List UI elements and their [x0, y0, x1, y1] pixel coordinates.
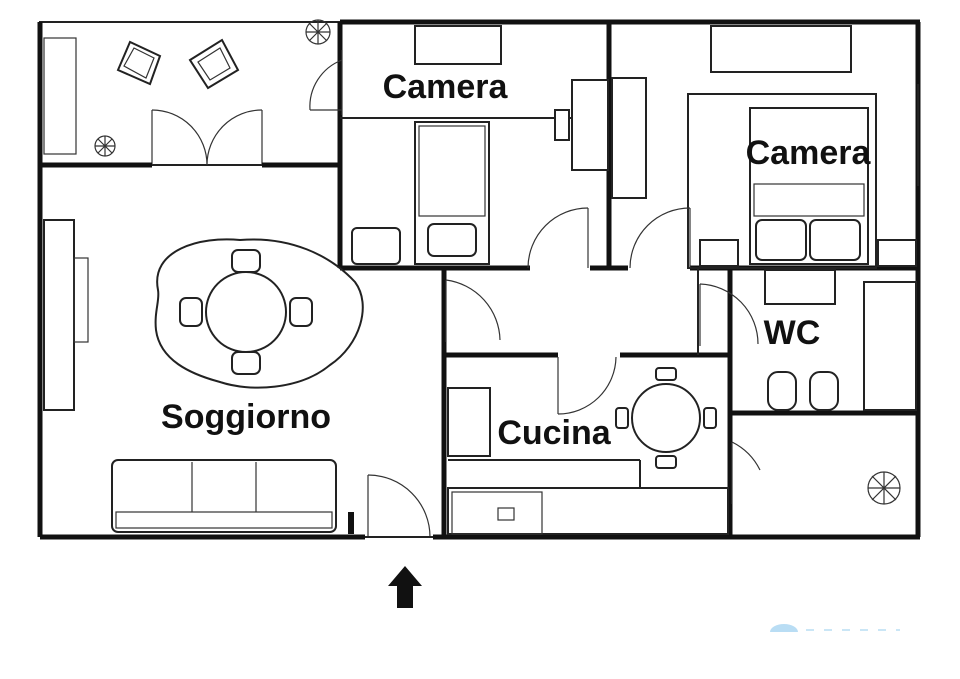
balcony-door: [151, 109, 263, 166]
balcony: [37, 19, 341, 166]
bedroom-door: [527, 207, 589, 269]
single-bed: [414, 121, 490, 265]
entrance-door: [365, 474, 433, 538]
arrow-up-icon: [388, 566, 422, 608]
armchair-right: [188, 38, 240, 90]
label-wc: WC: [764, 314, 821, 352]
plant-icon: [305, 19, 331, 45]
label-cucina: Cucina: [497, 414, 611, 452]
sofa: [111, 459, 337, 533]
room-cucina: [447, 356, 729, 535]
label-camera-master: Camera: [746, 134, 872, 172]
utility-door: [731, 441, 761, 504]
plant-icon: [867, 471, 901, 505]
utility-room: [731, 441, 901, 505]
armchair-left: [116, 40, 162, 86]
room-camera-master: [611, 25, 919, 269]
rug: [154, 238, 364, 389]
watermark-logo: [770, 624, 900, 632]
label-soggiorno: Soggiorno: [161, 398, 331, 436]
dining-table: [615, 367, 717, 469]
toilet: [809, 371, 839, 411]
double-bed: [749, 107, 869, 265]
bedroom-door: [629, 207, 691, 269]
corridor-door: [445, 279, 501, 342]
label-camera-small: Camera: [383, 68, 509, 106]
room-wc: [699, 269, 917, 411]
plant-icon: [94, 135, 116, 157]
room-camera-small: [309, 25, 609, 269]
wc-door: [699, 283, 759, 346]
round-table: [179, 249, 313, 375]
kitchen-door: [557, 356, 617, 415]
room-soggiorno: [43, 219, 433, 538]
bidet: [767, 371, 797, 411]
